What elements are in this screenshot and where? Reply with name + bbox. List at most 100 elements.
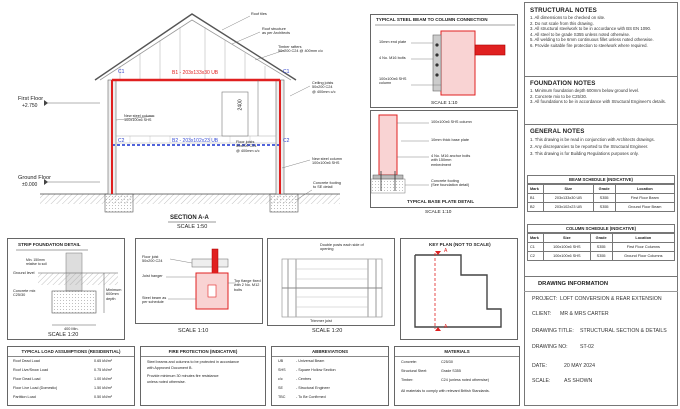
strip-foundation-panel: STRIP FOUNDATION DETAIL Min. 150mm relat… xyxy=(7,238,125,340)
key-plan-panel: KEY PLAN (NOT TO SCALE) A A xyxy=(400,238,518,340)
connection-end-plate: 10mm end plate xyxy=(379,40,407,44)
joist-floor-joist: Floor joist 50x200 C24 xyxy=(142,255,163,264)
structural-note: 2. Do not scale from this drawing. xyxy=(530,20,594,26)
materials-footer: All materials to comply with relevant Br… xyxy=(401,389,490,393)
connection-bolts: 4 No. M16 bolts xyxy=(379,56,406,60)
general-note: 2. Any discrepancies to be reported to t… xyxy=(530,144,649,150)
drawing-info-date: 20 MAY 2024 xyxy=(564,363,595,369)
strip-minimum-depth: Minimum 600mm depth xyxy=(106,288,122,301)
footing-right xyxy=(269,193,299,213)
material-label: Structural Steel: xyxy=(401,369,428,373)
fire-protection-panel: FIRE PROTECTION (INDICATIVE) Steel beams… xyxy=(140,346,266,406)
drawing-info-title-value: STRUCTURAL SECTION & DETAILS xyxy=(580,328,667,334)
drawing-info-label: SCALE: xyxy=(532,378,551,384)
shs-column-shape xyxy=(440,30,476,96)
dim-2400: 2400 xyxy=(237,99,244,111)
materials-panel: MATERIALS Concrete: C25/30 Structural St… xyxy=(394,346,520,406)
key-plan-label-a-bottom: A xyxy=(444,324,448,330)
structural-note: 6. Provide suitable fire protection to s… xyxy=(530,42,648,48)
beam-schedule-table: Mark Size Grade Location B1 203x133x30 U… xyxy=(527,184,676,212)
load-assumptions-title: TYPICAL LOAD ASSUMPTIONS (RESIDENTIAL) xyxy=(21,349,121,354)
column-schedule-table: Mark Size Grade Location C1 100x100x6 SH… xyxy=(527,233,676,261)
opening-detail-svg xyxy=(281,258,383,318)
abbr-code: SE xyxy=(278,386,283,390)
opening-detail-panel: Double posts each side of opening Trimme… xyxy=(267,238,395,326)
drawing-info-title: DRAWING INFORMATION xyxy=(538,281,609,287)
column-c2-left-label: C2 xyxy=(118,138,125,144)
beam-schedule-header: Mark Size Grade Location xyxy=(527,184,676,194)
section-scale: SCALE 1:50 xyxy=(177,224,208,230)
load-value: 0.50 kN/m² xyxy=(94,395,113,399)
drawing-info-project: LOFT CONVERSION & REAR EXTENSION xyxy=(560,296,662,302)
joist-steel-beam-label: Steel beam as per schedule xyxy=(142,296,167,305)
structural-notes-list: 1. All dimensions to be checked on site.… xyxy=(530,15,674,48)
material-value: C25/30 xyxy=(441,360,453,364)
footing-left xyxy=(104,193,134,213)
base-shs-label: 100x100x6 SHS column xyxy=(431,120,472,124)
fire-protection-line: Steel beams and columns to be protected … xyxy=(147,360,240,364)
base-plate-scale: SCALE 1:10 xyxy=(425,210,452,215)
foundation-notes-title: FOUNDATION NOTES xyxy=(530,80,596,87)
key-plan-svg xyxy=(414,251,502,331)
structural-notes-title: STRUCTURAL NOTES xyxy=(530,7,597,14)
beam-flange xyxy=(474,44,506,56)
table-row: C1 100x100x6 SHS S355 First Floor Column… xyxy=(527,242,676,252)
table-row: C2 100x100x6 SHS S355 Ground Floor Colum… xyxy=(527,251,676,261)
opening-trimmer-joist: Trimmer joist xyxy=(310,319,332,323)
abbreviations-title: ABBREVIATIONS xyxy=(311,349,349,354)
beam-b2-label: B2 - 203x102x23 UB xyxy=(172,138,219,144)
load-label: Floor Live Load (Domestic) xyxy=(13,386,58,390)
abbr-meaning: - Centres xyxy=(296,377,312,381)
drawing-info-label: DRAWING NO: xyxy=(532,344,568,350)
foundation-note: 1. Minimum foundation depth 600mm below … xyxy=(530,88,640,93)
fire-protection-line: with Approved Document B. xyxy=(147,366,193,370)
strip-width: 400 Min. xyxy=(64,327,79,331)
abbreviations-panel: ABBREVIATIONS UB - Universal Beam SHS - … xyxy=(271,346,389,406)
joist-detail-panel: Floor joist 50x200 C24 Joist hanger Top … xyxy=(135,238,263,324)
roof-tiles-label: Roof tiles xyxy=(251,12,267,16)
key-plan-title: KEY PLAN (NOT TO SCALE) xyxy=(429,242,491,247)
strip-concrete: Concrete mix C25/30 xyxy=(13,289,36,298)
opening-double-posts: Double posts each side of opening xyxy=(320,243,364,252)
structural-note: 5. All welding to be 6mm continuous fill… xyxy=(530,37,654,43)
joist-top-flange: Top flange fixed with 2 No. M12 bolts xyxy=(234,279,261,292)
general-notes-title: GENERAL NOTES xyxy=(530,128,585,135)
strip-footing-shape xyxy=(51,290,97,314)
ground-hatch xyxy=(40,194,340,204)
drawing-info-scale: AS SHOWN xyxy=(564,378,593,384)
material-label: Timber: xyxy=(401,378,414,382)
fire-protection-line: unless noted otherwise. xyxy=(147,380,186,384)
drawing-info-client: MR & MRS CARTER xyxy=(560,311,609,317)
section-title: SECTION A-A xyxy=(170,215,209,221)
abbr-meaning: - Universal Beam xyxy=(296,359,325,363)
load-label: Floor Dead Load xyxy=(13,377,41,381)
opening-detail-scale: SCALE 1:20 xyxy=(312,328,343,334)
drawing-info-label: DATE: xyxy=(532,363,547,369)
abbr-meaning: - To Be Confirmed xyxy=(296,395,326,399)
abbr-code: SHS xyxy=(278,368,286,372)
strip-foundation-svg xyxy=(16,249,118,326)
drawing-info-label: DRAWING TITLE: xyxy=(532,328,574,334)
general-note: 1. This drawing is be read in conjunctio… xyxy=(530,137,655,142)
ground-floor-level: ±0.000 xyxy=(22,182,38,188)
table-row: B1 203x133x30 UB S355 First Floor Beam xyxy=(527,193,676,203)
door-opening xyxy=(221,91,249,137)
general-notes-list: 1. This drawing is be read in conjunctio… xyxy=(530,137,674,157)
load-label: Roof Dead Load xyxy=(13,359,40,363)
new-steel-column-label-2: New steel column 100x100x6 SHS xyxy=(312,157,342,166)
connection-column: 100x100x6 SHS column xyxy=(379,77,407,86)
load-value: 0.75 kN/m² xyxy=(94,368,113,372)
ground-floor-label: Ground Floor xyxy=(18,175,51,181)
material-label: Concrete: xyxy=(401,360,417,364)
base-anchor-bolts-label: 4 No. M16 anchor bolts with 150mm embedm… xyxy=(431,154,471,167)
foundation-note: 3. All foundations to be in accordance w… xyxy=(530,99,667,105)
column-schedule-title: COLUMN SCHEDULE (INDICATIVE) xyxy=(527,224,675,233)
foundation-note: 2. Concrete mix to be C25/30. xyxy=(530,93,588,99)
structural-note: 3. All structural steelwork to be in acc… xyxy=(530,26,652,32)
drawing-info-label: PROJECT: xyxy=(532,296,558,302)
table-row: B2 203x102x23 UB S355 Ground Floor Beam xyxy=(527,202,676,212)
abbr-meaning: - Structural Engineer xyxy=(296,386,330,390)
abbr-code: UB xyxy=(278,359,284,363)
load-value: 1.50 kN/m² xyxy=(94,386,113,390)
abbr-code: c/c xyxy=(278,377,283,381)
